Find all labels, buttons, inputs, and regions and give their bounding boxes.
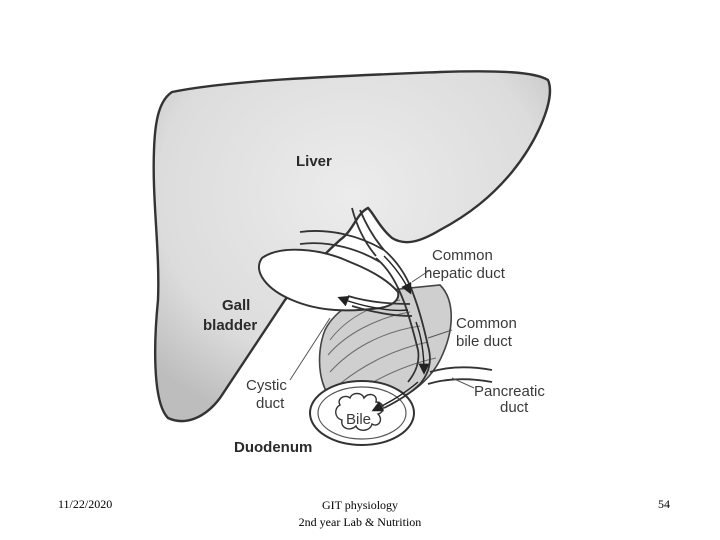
label-liver: Liver xyxy=(296,153,332,170)
flow-arrow-to-gallbladder xyxy=(337,295,409,312)
footer-title-line1: GIT physiology xyxy=(321,498,399,512)
leader-pancreatic xyxy=(451,377,475,389)
label-gall: Gall xyxy=(222,297,250,314)
right-hepatic-duct-lower xyxy=(299,242,381,263)
common-hepatic-duct-inner xyxy=(375,257,420,383)
leader-common-bile xyxy=(427,329,453,339)
footer-title-line2: 2nd year Lab & Nutrition xyxy=(298,515,422,529)
label-bile: Bile xyxy=(346,411,371,428)
label-common-hepatic-2: hepatic duct xyxy=(424,265,506,282)
left-hepatic-duct xyxy=(359,209,385,251)
label-common-bile-1: Common xyxy=(456,315,517,332)
label-cystic-duct: duct xyxy=(256,395,285,412)
label-common-bile-2: bile duct xyxy=(456,333,513,350)
label-bladder: bladder xyxy=(203,317,257,334)
cystic-duct-inner xyxy=(347,295,411,305)
pancreatic-duct-inner xyxy=(427,378,493,385)
footer-title: GIT physiology 2nd year Lab & Nutrition xyxy=(240,497,480,531)
flow-arrow-hepatic xyxy=(383,255,412,295)
duodenum-lumen xyxy=(335,392,384,431)
footer-page-number: 54 xyxy=(658,497,670,511)
left-hepatic-duct-lower xyxy=(351,207,377,257)
label-duodenum: Duodenum xyxy=(234,439,312,456)
label-pancreatic-duct: duct xyxy=(500,399,529,416)
common-bile-duct xyxy=(383,383,421,409)
footer-date: 11/22/2020 xyxy=(58,497,113,511)
pancreatic-duct xyxy=(429,366,493,373)
biliary-anatomy-diagram: Liver Gall bladder Common hepatic duct C… xyxy=(152,70,552,456)
leader-common-hepatic xyxy=(411,269,431,283)
label-cystic: Cystic xyxy=(246,377,287,394)
cystic-duct xyxy=(351,305,413,317)
right-hepatic-duct xyxy=(299,230,385,251)
flow-arrow-to-duodenum xyxy=(371,381,419,412)
label-common-hepatic-1: Common xyxy=(432,247,493,264)
leader-cystic xyxy=(289,317,331,381)
flow-arrow-bile-duct xyxy=(415,321,430,375)
label-pancreatic: Pancreatic xyxy=(474,383,545,400)
